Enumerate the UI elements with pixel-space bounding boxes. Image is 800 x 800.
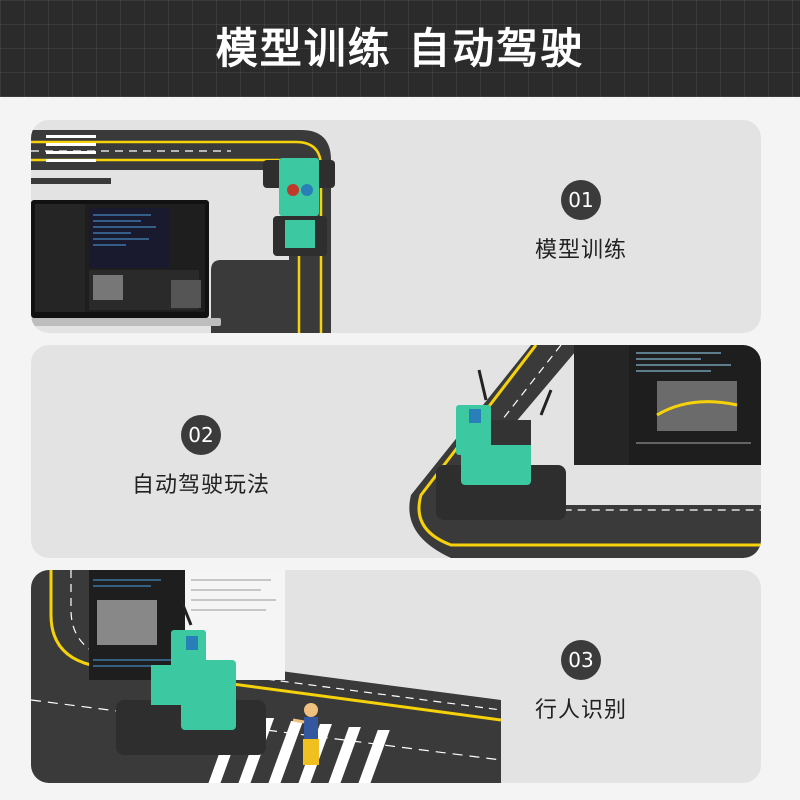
laptop-icon	[31, 200, 221, 326]
item-01-label: 模型训练	[534, 238, 627, 263]
item-02-number-badge: 02	[181, 415, 221, 455]
feature-card-model-training: 01 模型训练	[31, 120, 761, 333]
robot-car-icon	[116, 599, 266, 755]
robot-pedestrian-crosswalk-image	[31, 570, 501, 783]
robot-track-laptop-image	[31, 130, 335, 333]
item-03-label: 行人识别	[534, 698, 627, 723]
item-03-number-badge: 03	[561, 640, 601, 680]
pedestrian-icon	[292, 703, 319, 765]
item-02-label: 自动驾驶玩法	[131, 473, 270, 498]
robot-car-icon	[263, 158, 335, 256]
feature-card-pedestrian-detection: 03 行人识别	[31, 570, 761, 783]
feature-card-autonomous-driving: 02 自动驾驶玩法	[31, 345, 761, 558]
item-03-label-group: 03 行人识别	[501, 640, 661, 724]
page-header: 模型训练 自动驾驶	[0, 0, 800, 97]
item-01-label-group: 01 模型训练	[501, 180, 661, 264]
item-02-label-group: 02 自动驾驶玩法	[111, 415, 291, 499]
robot-car-icon	[436, 369, 566, 520]
page-title: 模型训练 自动驾驶	[215, 24, 585, 73]
robot-track-code-image	[409, 345, 761, 558]
item-01-number-badge: 01	[561, 180, 601, 220]
